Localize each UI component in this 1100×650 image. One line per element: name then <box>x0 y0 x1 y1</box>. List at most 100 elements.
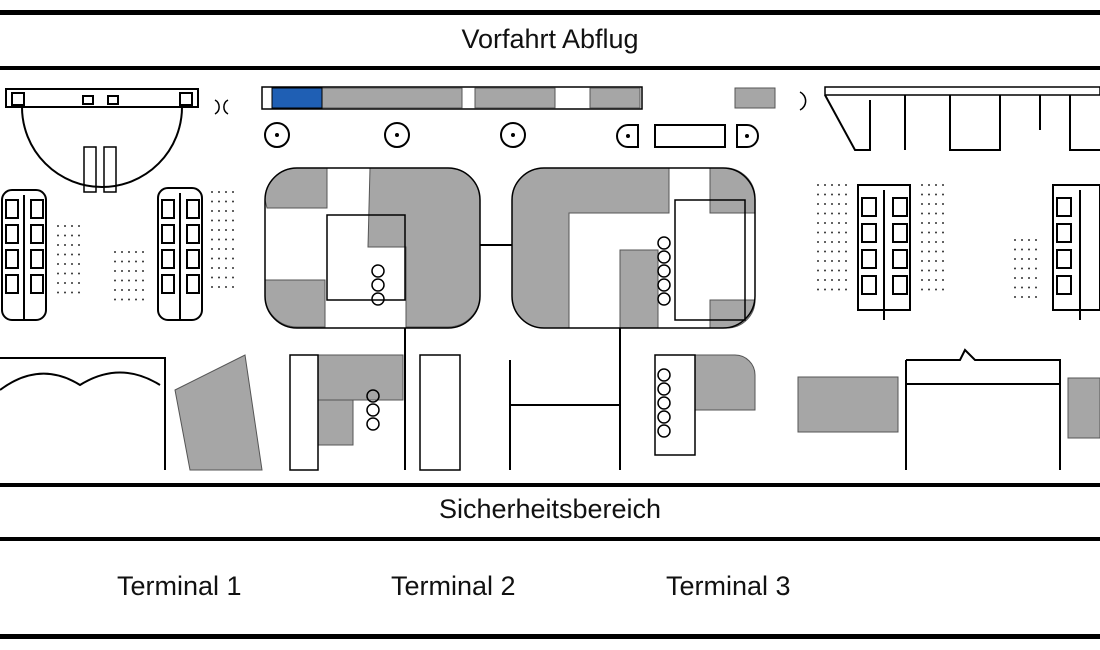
column-dot <box>114 289 116 291</box>
column-dot <box>211 210 213 212</box>
column-dot <box>225 238 227 241</box>
column-dot <box>942 203 944 205</box>
column-dot <box>211 219 213 222</box>
hall-semicircle <box>21 106 183 188</box>
column-dot <box>928 193 930 196</box>
terminal-block-1b <box>174 354 263 471</box>
column-dot <box>817 193 819 196</box>
column-dot <box>838 269 840 272</box>
column-dot <box>817 203 819 205</box>
hall-top-bar <box>5 88 199 108</box>
terminal-3-label: Terminal 3 <box>666 571 791 601</box>
column-dot <box>78 263 80 265</box>
column-dot <box>1014 286 1016 289</box>
column-dot <box>831 241 833 243</box>
column-dot <box>71 282 73 284</box>
column-dot <box>211 286 213 288</box>
column-dot <box>64 244 66 246</box>
column-dot <box>225 229 227 231</box>
terminal-block-1a <box>264 167 328 209</box>
column-dot <box>928 279 930 281</box>
column-dot <box>942 193 944 196</box>
column-dot <box>218 191 220 193</box>
column-dot <box>128 298 130 301</box>
column-dot <box>1021 277 1023 279</box>
column-dot <box>935 288 937 291</box>
column-dot <box>64 234 66 237</box>
column-dot <box>817 231 819 234</box>
column-dot <box>838 288 840 291</box>
column-dot <box>78 253 80 256</box>
column-dot <box>232 248 234 250</box>
column-dot <box>1028 267 1030 270</box>
column-dot <box>831 288 833 291</box>
terminal-core-1 <box>264 167 481 329</box>
column-dot <box>845 260 847 262</box>
column-dot <box>128 251 130 253</box>
column-dot <box>824 193 826 196</box>
pier-2 <box>157 187 203 321</box>
column-dot <box>824 241 826 243</box>
security-divider <box>0 537 1100 541</box>
column-dot <box>142 270 144 272</box>
column-dot <box>935 193 937 196</box>
column-dot <box>928 212 930 215</box>
column-dot <box>1021 248 1023 251</box>
column-dot <box>845 250 847 253</box>
column-dot <box>225 200 227 203</box>
column-dot <box>845 222 847 224</box>
column-dot <box>135 260 137 263</box>
column-dot <box>225 219 227 222</box>
column-dot <box>128 279 130 282</box>
column-dot <box>1021 296 1023 298</box>
column-dot <box>1014 258 1016 260</box>
column-dot <box>921 222 923 224</box>
column-dot <box>71 272 73 275</box>
column-dot <box>1028 258 1030 260</box>
column-dot <box>942 241 944 243</box>
column-dot <box>1014 267 1016 270</box>
column-dot <box>135 270 137 272</box>
column-dot <box>838 184 840 186</box>
column-dot <box>57 282 59 284</box>
column-dot <box>817 279 819 281</box>
column-dot <box>928 288 930 291</box>
column-dot <box>218 210 220 212</box>
column-dot <box>211 229 213 231</box>
column-dot <box>114 298 116 301</box>
column-dot <box>142 298 144 301</box>
column-dot <box>232 219 234 222</box>
column-dot <box>78 272 80 275</box>
column-dot <box>135 279 137 282</box>
column-dot <box>114 270 116 272</box>
column-dot <box>121 251 123 253</box>
terminal-1-label: Terminal 1 <box>117 571 242 601</box>
column-dot <box>225 191 227 193</box>
column-dot <box>845 288 847 291</box>
column-dot <box>831 269 833 272</box>
column-dot <box>211 267 213 269</box>
column-dot <box>935 260 937 262</box>
column-dot <box>921 212 923 215</box>
column-dot <box>57 253 59 256</box>
header-divider <box>0 66 1100 70</box>
column-dot <box>114 279 116 282</box>
column-dot <box>845 279 847 281</box>
column-dot <box>824 203 826 205</box>
column-dot <box>64 291 66 294</box>
column-dot <box>942 288 944 291</box>
column-dot <box>1035 267 1037 270</box>
column-dot <box>218 267 220 269</box>
column-dot <box>211 276 213 279</box>
column-dot <box>232 238 234 241</box>
column-dot <box>1028 286 1030 289</box>
security-area-label: Sicherheitsbereich <box>438 494 662 524</box>
column-dot <box>211 200 213 203</box>
column-dot <box>71 291 73 294</box>
terminal-block-3b <box>797 376 899 433</box>
column-dot <box>838 193 840 196</box>
column-dot <box>142 279 144 282</box>
column-dot <box>71 253 73 256</box>
column-dot <box>225 257 227 260</box>
column-dot <box>78 291 80 294</box>
